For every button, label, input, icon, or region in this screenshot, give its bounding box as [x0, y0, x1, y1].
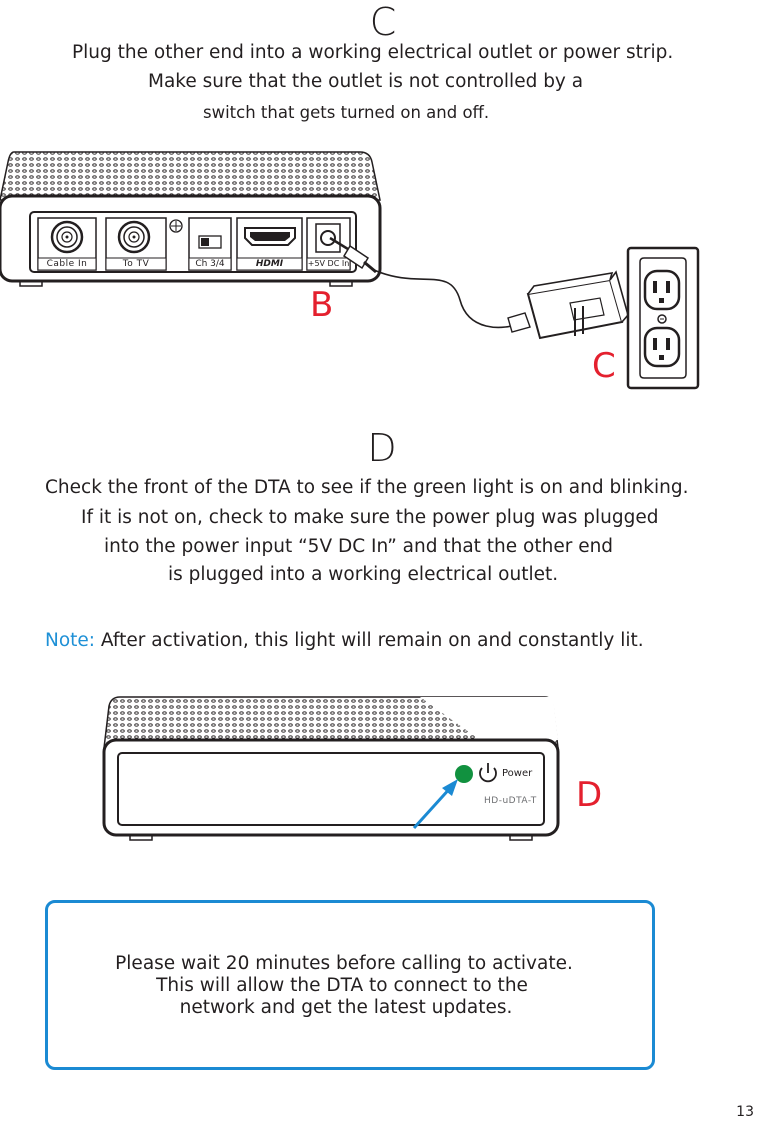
power-cable	[329, 236, 526, 329]
indicator-arrow	[412, 779, 458, 830]
model-label: HD-uDTA-T	[484, 796, 537, 806]
dta-front-panel-illustration	[102, 696, 560, 841]
to-tv-port	[105, 217, 167, 271]
power-led	[455, 765, 473, 783]
note-text: After activation, this light will remain…	[100, 630, 644, 651]
step-d-line-2: If it is not on, check to make sure the …	[81, 507, 659, 528]
step-d-line-3: into the power input “5V DC In” and that…	[104, 536, 614, 557]
ch-3-4-switch	[188, 217, 232, 271]
power-label: Power	[502, 768, 533, 779]
note-label: Note:	[45, 630, 96, 651]
cable-in-port	[37, 217, 97, 271]
power-adapter-icon	[507, 270, 629, 340]
dta-back-panel-illustration	[0, 151, 700, 390]
step-c-letter: C	[369, 0, 397, 44]
note-line: Note: After activation, this light will …	[45, 630, 644, 652]
callout-label-d: D	[576, 775, 603, 815]
callout-line-1: Please wait 20 minutes before calling to…	[115, 953, 573, 974]
step-d-letter: D	[367, 426, 397, 470]
wait-callout-box	[45, 900, 655, 1070]
wall-outlet-icon	[626, 246, 700, 390]
port-label-to-tv: To TV	[122, 259, 150, 269]
dc-in-port	[306, 217, 351, 271]
port-label-dc-in: +5V DC In	[307, 259, 350, 268]
callout-label-b: B	[310, 285, 334, 325]
power-icon	[479, 763, 497, 783]
port-label-ch-3-4: Ch 3/4	[195, 259, 225, 269]
callout-line-3: network and get the latest updates.	[179, 997, 513, 1018]
port-label-hdmi: HDMI	[255, 259, 284, 269]
step-d-line-1: Check the front of the DTA to see if the…	[45, 477, 689, 498]
callout-label-c: C	[592, 346, 616, 386]
step-c-line-2: Make sure that the outlet is not control…	[148, 71, 584, 92]
hdmi-port	[236, 217, 303, 271]
step-d-line-4: is plugged into a working electrical out…	[168, 564, 559, 585]
page-number: 13	[736, 1104, 754, 1120]
callout-line-2: This will allow the DTA to connect to th…	[156, 975, 528, 996]
step-c-line-1: Plug the other end into a working electr…	[72, 42, 674, 63]
port-label-cable-in: Cable In	[46, 259, 88, 269]
step-c-line-3: switch that gets turned on and off.	[203, 103, 490, 122]
